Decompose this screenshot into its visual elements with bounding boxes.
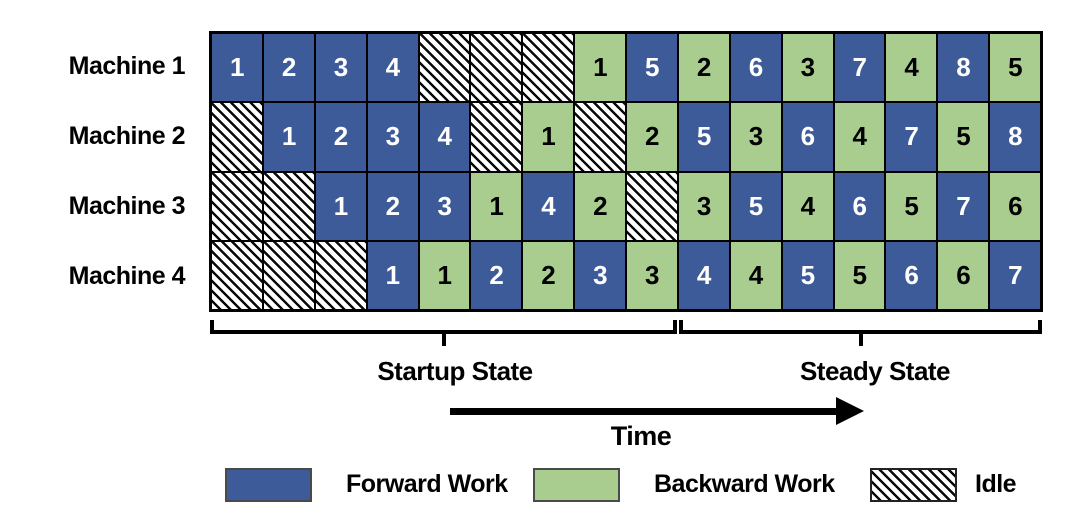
schedule-cell-backward: 5	[937, 102, 990, 172]
schedule-cell-backward: 6	[937, 240, 990, 310]
schedule-cell-forward: 2	[470, 240, 523, 310]
schedule-cell-forward: 6	[885, 240, 938, 310]
machine-labels: Machine 1 Machine 2 Machine 3 Machine 4	[20, 31, 186, 312]
schedule-cell-forward: 1	[366, 240, 419, 310]
schedule-cell-backward: 3	[729, 102, 782, 172]
machine-label: Machine 4	[68, 262, 186, 291]
schedule-cell-backward: 2	[522, 240, 575, 310]
legend-item-forward-work: Forward Work	[225, 467, 508, 502]
schedule-cell-forward: 7	[885, 102, 938, 172]
forward-work-swatch-icon	[225, 467, 312, 502]
schedule-cell-forward: 5	[729, 171, 782, 241]
time-arrow-head-icon	[836, 397, 864, 425]
time-arrow	[450, 408, 840, 415]
schedule-cell-backward: 5	[885, 171, 938, 241]
schedule-cell-forward: 3	[418, 171, 471, 241]
schedule-cell-idle	[522, 33, 575, 103]
schedule-cell-idle	[470, 33, 523, 103]
schedule-cell-forward: 8	[937, 33, 990, 103]
schedule-cell-forward: 1	[211, 33, 263, 103]
schedule-cell-forward: 7	[833, 33, 886, 103]
startup-state-label: Startup State	[377, 356, 533, 386]
schedule-cell-forward: 4	[418, 102, 471, 172]
schedule-cell-forward: 2	[314, 102, 367, 172]
startup-brace	[210, 320, 677, 346]
schedule-cell-backward: 2	[626, 102, 678, 172]
schedule-cell-idle	[574, 102, 626, 172]
legend-item-idle: Idle	[870, 467, 1017, 502]
schedule-cell-idle	[211, 240, 263, 310]
schedule-cell-idle	[418, 33, 471, 103]
schedule-cell-idle	[262, 171, 315, 241]
schedule-cell-backward: 5	[989, 33, 1041, 103]
machine-label: Machine 3	[68, 192, 186, 221]
schedule-cell-backward: 4	[729, 240, 782, 310]
schedule-cell-backward: 4	[885, 33, 938, 103]
schedule-cell-backward: 1	[574, 33, 626, 103]
schedule-cell-forward: 6	[729, 33, 782, 103]
schedule-cell-backward: 6	[989, 171, 1041, 241]
schedule-cell-forward: 4	[677, 240, 730, 310]
schedule-cell-forward: 5	[626, 33, 678, 103]
schedule-cell-forward: 7	[989, 240, 1041, 310]
schedule-cell-forward: 4	[522, 171, 575, 241]
schedule-cell-backward: 1	[522, 102, 575, 172]
schedule-cell-forward: 1	[314, 171, 367, 241]
schedule-cell-backward: 3	[677, 171, 730, 241]
schedule-cell-forward: 3	[574, 240, 626, 310]
schedule-cell-forward: 2	[262, 33, 315, 103]
machine-label: Machine 2	[68, 121, 186, 150]
schedule-cell-idle	[314, 240, 367, 310]
time-axis-label: Time	[610, 421, 672, 451]
legend-label-idle: Idle	[975, 470, 1017, 498]
legend-item-backward-work: Backward Work	[533, 467, 835, 502]
schedule-cell-backward: 2	[574, 171, 626, 241]
schedule-cell-forward: 8	[989, 102, 1041, 172]
legend-label-backward-work: Backward Work	[654, 470, 835, 498]
steady-state-label: Steady State	[799, 356, 951, 386]
schedule-cell-forward: 5	[677, 102, 730, 172]
schedule-cell-forward: 2	[366, 171, 419, 241]
schedule-cell-forward: 3	[314, 33, 367, 103]
schedule-cell-forward: 1	[262, 102, 315, 172]
schedule-cell-idle	[211, 102, 263, 172]
schedule-cell-backward: 3	[781, 33, 834, 103]
schedule-cell-backward: 1	[470, 171, 523, 241]
schedule-cell-forward: 5	[781, 240, 834, 310]
brace-center-tick	[858, 334, 863, 346]
schedule-cell-backward: 2	[677, 33, 730, 103]
schedule-cell-idle	[626, 171, 678, 241]
schedule-cell-forward: 6	[833, 171, 886, 241]
machine-label: Machine 1	[68, 51, 186, 80]
schedule-cell-idle	[470, 102, 523, 172]
schedule-cell-idle	[262, 240, 315, 310]
schedule-cell-forward: 4	[366, 33, 419, 103]
backward-work-swatch-icon	[533, 467, 620, 502]
schedule-cell-forward: 6	[781, 102, 834, 172]
brace-center-tick	[441, 334, 446, 346]
schedule-cell-idle	[211, 171, 263, 241]
idle-swatch-icon	[870, 467, 957, 502]
schedule-cell-backward: 5	[833, 240, 886, 310]
schedule-cell-backward: 4	[833, 102, 886, 172]
schedule-cell-backward: 4	[781, 171, 834, 241]
schedule-cell-forward: 7	[937, 171, 990, 241]
legend-label-forward-work: Forward Work	[346, 470, 508, 498]
schedule-cell-forward: 3	[366, 102, 419, 172]
schedule-cell-backward: 1	[418, 240, 471, 310]
steady-brace	[679, 320, 1042, 346]
schedule-cell-backward: 3	[626, 240, 678, 310]
